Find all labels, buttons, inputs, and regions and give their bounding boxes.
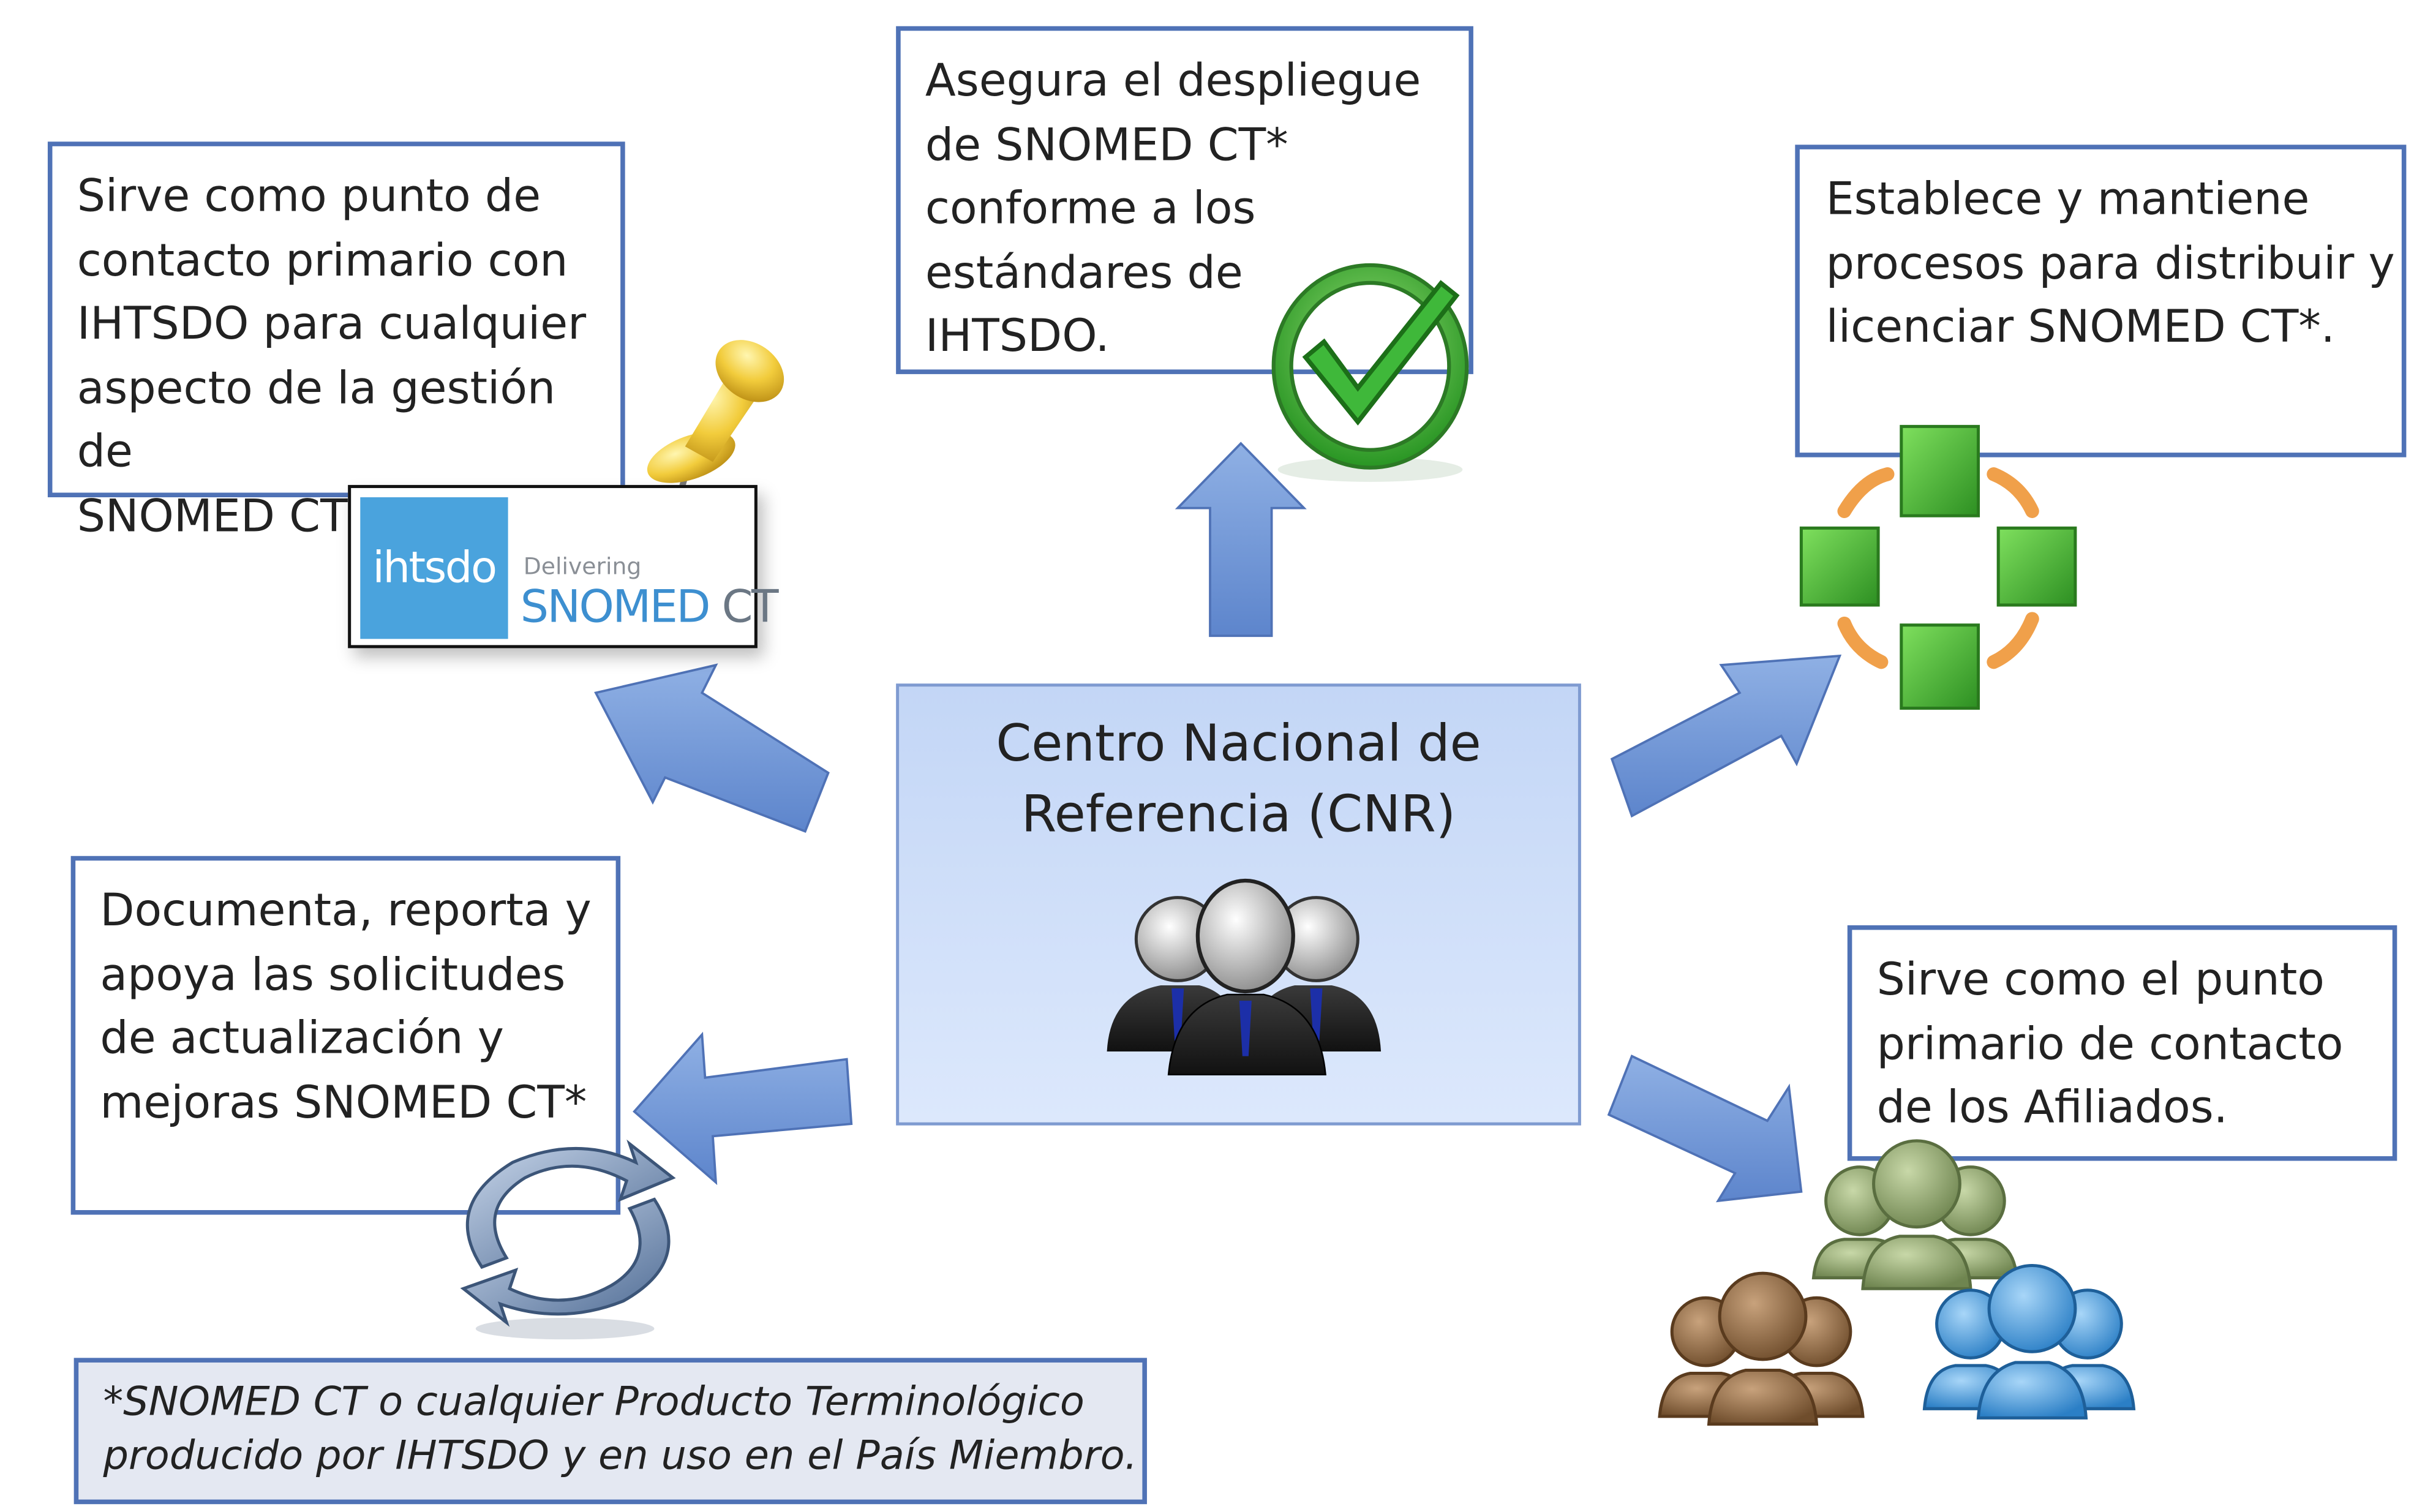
- cube-cycle-icon: [1799, 424, 2077, 710]
- arrow-up: [1175, 442, 1307, 638]
- arrow-upper-left: [594, 663, 830, 833]
- affiliates-icon: [1658, 1139, 2136, 1426]
- role-box-top-left: Sirve como punto de contacto primario co…: [47, 141, 625, 541]
- role-text-top: Asegura el despliegue de SNOMED CT* conf…: [925, 53, 1421, 362]
- people-group-icon: [1107, 878, 1382, 1076]
- affiliates-group-olive: [1811, 1139, 2019, 1290]
- refresh-cycle-icon: [460, 1139, 676, 1340]
- logo-product: SNOMED CT: [520, 580, 779, 633]
- logo-tagline: Delivering: [523, 552, 642, 581]
- affiliates-group-blue: [1922, 1263, 2136, 1420]
- arrow-lower-right: [1607, 1055, 1803, 1203]
- role-text-bottom-right: Sirve como el punto primario de contacto…: [1876, 953, 2344, 1134]
- logo-product-suffix: CT: [721, 580, 779, 633]
- checkmark-icon: [1271, 263, 1469, 482]
- footnote-box: *SNOMED CT o cualquier Producto Terminol…: [73, 1358, 1147, 1505]
- logo-product-prefix: SNOMED: [520, 580, 711, 633]
- role-box-top: Asegura el despliegue de SNOMED CT* conf…: [896, 26, 1473, 374]
- affiliates-group-brown: [1658, 1271, 1865, 1426]
- arrow-lower-left: [633, 1031, 853, 1186]
- role-text-top-right: Establece y mantiene procesos para distr…: [1826, 172, 2395, 353]
- role-box-bottom-right: Sirve como el punto primario de contacto…: [1847, 925, 2397, 1161]
- role-text-bottom-left: Documenta, reporta y apoya las solicitud…: [100, 884, 592, 1128]
- arrow-upper-right: [1610, 654, 1842, 818]
- role-text-top-left: Sirve como punto de contacto primario co…: [77, 169, 587, 541]
- center-box: Centro Nacional de Referencia (CNR): [896, 683, 1581, 1126]
- center-title: Centro Nacional de Referencia (CNR): [996, 712, 1481, 844]
- role-box-bottom-left: Documenta, reporta y apoya las solicitud…: [70, 856, 621, 1215]
- pushpin-icon: [647, 340, 784, 532]
- role-box-top-right: Establece y mantiene procesos para distr…: [1795, 145, 2407, 457]
- ihtsdo-logo: ihtsdo Delivering SNOMED CT: [348, 484, 779, 649]
- logo-mark: ihtsdo: [360, 497, 508, 639]
